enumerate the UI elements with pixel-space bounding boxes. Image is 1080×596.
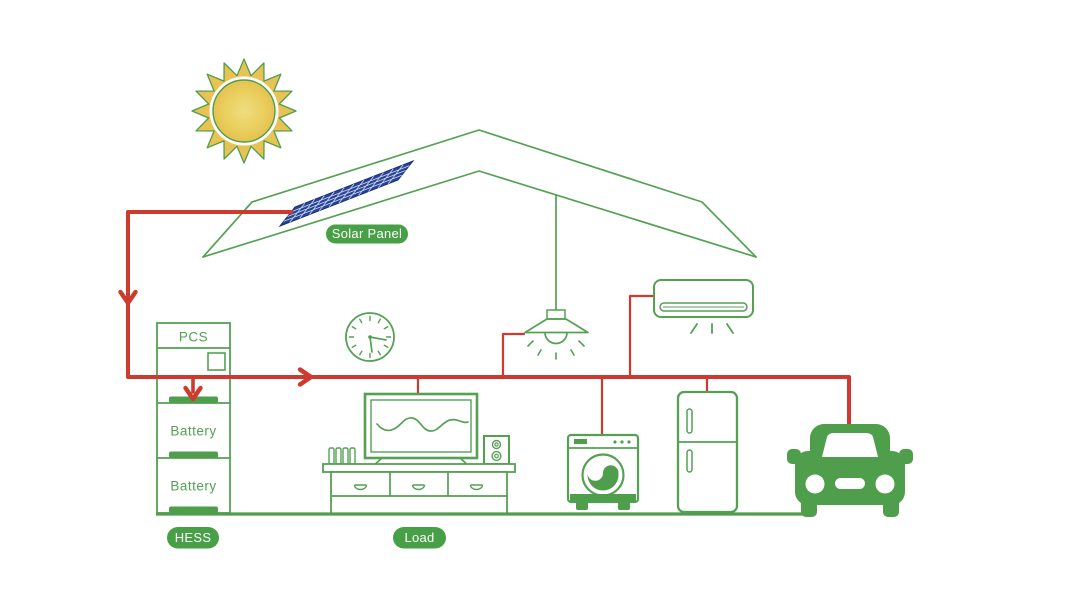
pcs-indicator <box>207 352 226 371</box>
load-badge: Load <box>393 527 446 549</box>
battery-handle <box>169 506 218 513</box>
windshield <box>822 433 878 457</box>
pcs-label: PCS <box>179 330 208 345</box>
tv-cabinet-icon <box>322 463 516 515</box>
pendant-lamp-icon <box>524 194 589 360</box>
house-roof-outline <box>202 129 757 258</box>
light-rays-icon <box>527 340 585 360</box>
books-icon <box>328 447 356 465</box>
headlight-icon <box>875 474 895 494</box>
speaker-icon <box>483 435 510 465</box>
tv-icon <box>363 392 479 467</box>
battery-label: Battery <box>170 424 216 439</box>
hess-badge: HESS <box>167 527 219 549</box>
solar-panel-label: Solar Panel <box>332 226 403 241</box>
arrow-down-icon <box>183 385 203 402</box>
airflow-icon <box>690 323 734 334</box>
washing-machine-icon <box>566 433 640 510</box>
air-conditioner-icon <box>653 279 754 334</box>
solar-panel-icon <box>278 159 415 228</box>
arrow-right-icon <box>297 367 314 387</box>
load-label: Load <box>404 530 434 545</box>
sun-icon <box>191 58 297 164</box>
solar-panel-badge: Solar Panel <box>326 224 408 244</box>
hess-cabinet <box>156 322 231 514</box>
battery-handle <box>169 451 218 458</box>
refrigerator-icon <box>676 390 739 514</box>
wall-clock-icon <box>345 312 395 362</box>
hess-label: HESS <box>175 530 212 545</box>
power-wire <box>118 210 851 437</box>
arrow-down-icon <box>118 289 138 306</box>
headlight-icon <box>805 474 825 494</box>
grille <box>835 478 865 489</box>
battery-label: Battery <box>170 479 216 494</box>
ev-car-icon <box>787 424 913 517</box>
drawer-handle <box>353 484 484 491</box>
